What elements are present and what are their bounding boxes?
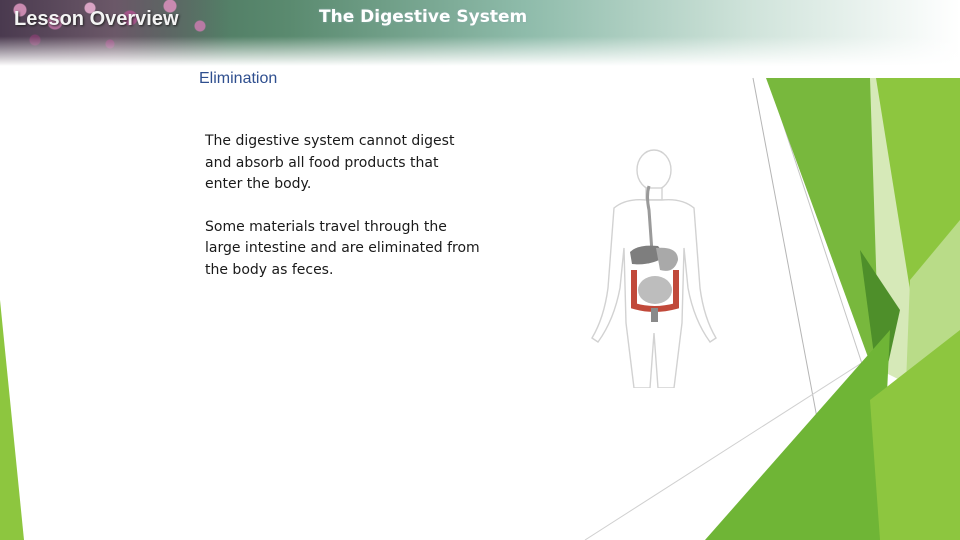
bright-green-triangle [705,330,890,540]
header-banner: Lesson Overview The Digestive System [0,0,960,66]
right-geometric-decoration [584,77,960,540]
stomach [656,247,678,271]
dark-green-triangle [860,250,900,400]
left-green-sliver [0,300,24,540]
body-text: The digestive system cannot digest and a… [205,131,480,302]
paragraph-1: The digestive system cannot digest and a… [205,133,455,192]
small-intestine [638,276,672,304]
mid-green-triangle [876,78,960,290]
rectum [651,308,658,322]
slide-title: The Digestive System [319,7,528,27]
section-heading: Elimination [199,70,278,87]
green-triangle [766,78,880,390]
left-edge-decoration [0,300,24,540]
paragraph-2: Some materials travel through the large … [205,218,480,278]
banner-fade [0,0,960,66]
esophagus [646,185,654,253]
digestive-system-illustration [591,149,717,388]
digestive-organs [630,185,679,322]
lime-green-triangle [870,330,960,540]
lesson-overview-label: Lesson Overview [14,8,179,30]
